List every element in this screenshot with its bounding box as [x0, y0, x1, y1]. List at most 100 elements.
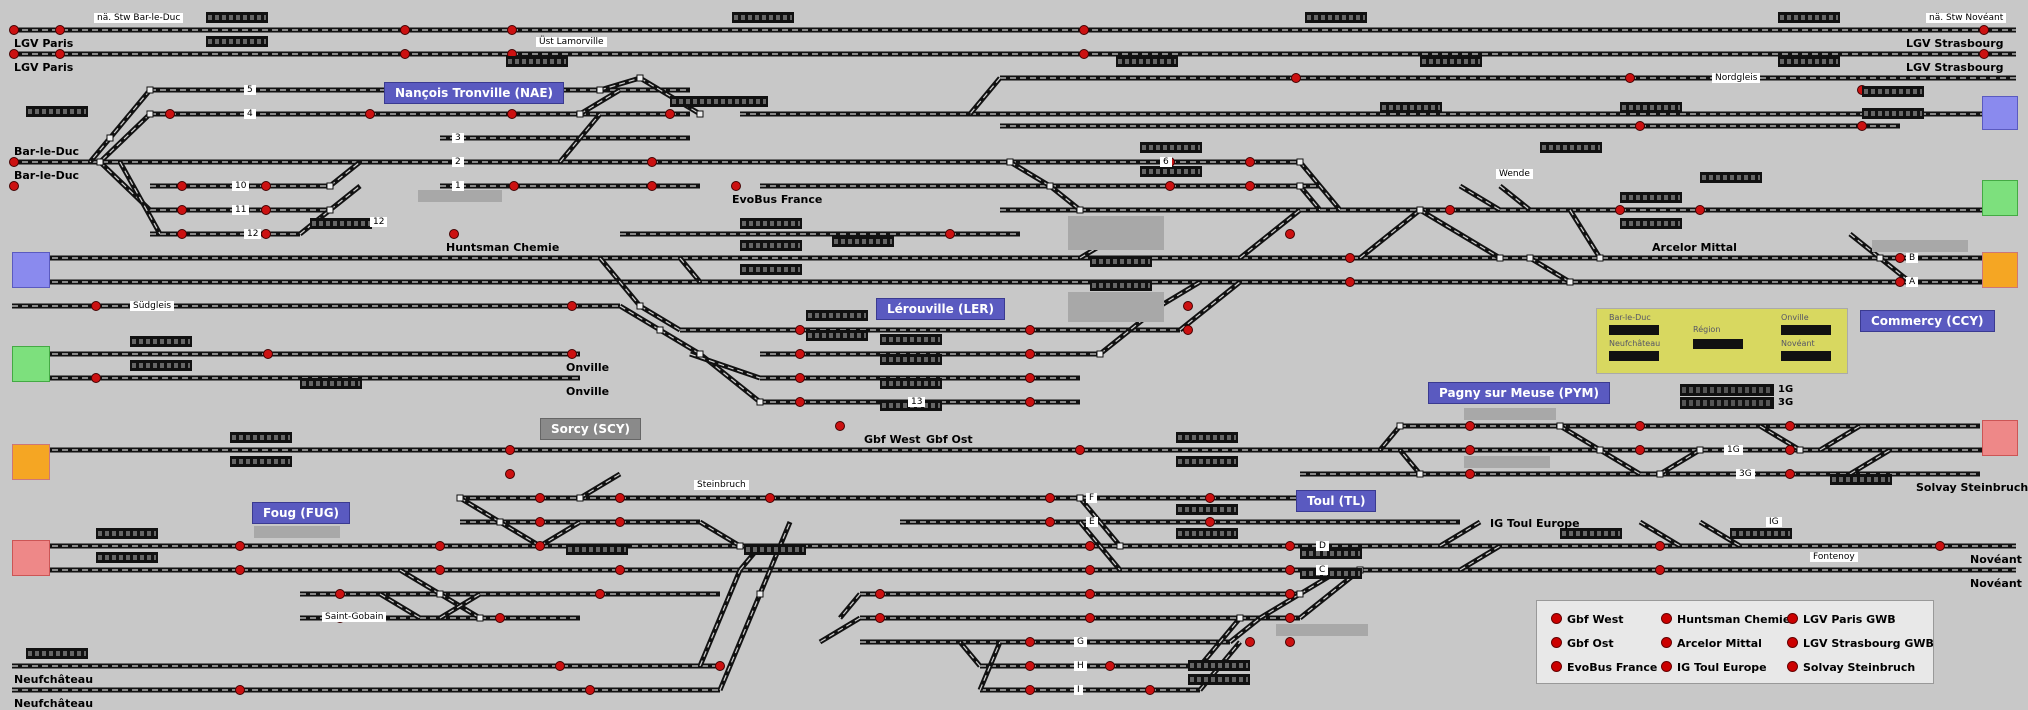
switch[interactable]	[1796, 446, 1804, 454]
switch[interactable]	[1526, 254, 1534, 262]
switch[interactable]	[636, 302, 644, 310]
end-box-sorcy[interactable]	[12, 444, 50, 480]
switch[interactable]	[1696, 446, 1704, 454]
signal[interactable]	[177, 229, 187, 239]
end-box-foug[interactable]	[12, 540, 50, 576]
signal[interactable]	[1285, 589, 1295, 599]
signal[interactable]	[615, 493, 625, 503]
signal[interactable]	[177, 205, 187, 215]
signal[interactable]	[1085, 589, 1095, 599]
signal[interactable]	[795, 397, 805, 407]
signal[interactable]	[835, 421, 845, 431]
signal[interactable]	[1465, 421, 1475, 431]
switch[interactable]	[1296, 182, 1304, 190]
signal[interactable]	[945, 229, 955, 239]
switch[interactable]	[756, 590, 764, 598]
signal[interactable]	[1655, 565, 1665, 575]
switch[interactable]	[656, 326, 664, 334]
signal[interactable]	[1025, 397, 1035, 407]
signal[interactable]	[400, 49, 410, 59]
station-scy[interactable]: Sorcy (SCY)	[540, 418, 642, 440]
switch[interactable]	[1006, 158, 1014, 166]
signal[interactable]	[875, 613, 885, 623]
signal[interactable]	[263, 349, 273, 359]
switch[interactable]	[1296, 158, 1304, 166]
signal[interactable]	[1079, 49, 1089, 59]
switch[interactable]	[696, 350, 704, 358]
signal[interactable]	[1695, 205, 1705, 215]
switch[interactable]	[1596, 446, 1604, 454]
end-box-bar-le-duc[interactable]	[12, 252, 50, 288]
station-fug[interactable]: Foug (FUG)	[252, 502, 351, 524]
signal[interactable]	[9, 181, 19, 191]
end-box-onville[interactable]	[12, 346, 50, 382]
signal[interactable]	[177, 181, 187, 191]
signal[interactable]	[1935, 541, 1945, 551]
switch[interactable]	[1876, 254, 1884, 262]
signal[interactable]	[1979, 25, 1989, 35]
signal[interactable]	[91, 373, 101, 383]
signal[interactable]	[715, 661, 725, 671]
switch[interactable]	[576, 110, 584, 118]
station-ccy[interactable]: Commercy (CCY)	[1860, 310, 1995, 332]
switch[interactable]	[436, 590, 444, 598]
switch[interactable]	[1566, 278, 1574, 286]
signal[interactable]	[1345, 253, 1355, 263]
signal[interactable]	[535, 517, 545, 527]
end-box-east-blue[interactable]	[1982, 96, 2018, 130]
signal[interactable]	[1025, 685, 1035, 695]
signal[interactable]	[235, 565, 245, 575]
signal[interactable]	[9, 25, 19, 35]
switch[interactable]	[476, 614, 484, 622]
signal[interactable]	[235, 685, 245, 695]
signal[interactable]	[1285, 229, 1295, 239]
signal[interactable]	[567, 349, 577, 359]
signal[interactable]	[1025, 661, 1035, 671]
signal[interactable]	[1079, 25, 1089, 35]
signal[interactable]	[1245, 157, 1255, 167]
signal[interactable]	[507, 109, 517, 119]
signal[interactable]	[1025, 349, 1035, 359]
signal[interactable]	[875, 589, 885, 599]
signal[interactable]	[647, 157, 657, 167]
switch[interactable]	[1556, 422, 1564, 430]
switch[interactable]	[1596, 254, 1604, 262]
overview-panel[interactable]: Bar-le-Duc Région Onville Neufchâteau No…	[1596, 308, 1848, 374]
signal[interactable]	[1085, 541, 1095, 551]
signal[interactable]	[795, 373, 805, 383]
switch[interactable]	[326, 206, 334, 214]
signal[interactable]	[1465, 469, 1475, 479]
switch[interactable]	[1296, 590, 1304, 598]
signal[interactable]	[1655, 541, 1665, 551]
signal[interactable]	[1245, 181, 1255, 191]
switch[interactable]	[1076, 494, 1084, 502]
signal[interactable]	[1625, 73, 1635, 83]
switch[interactable]	[596, 86, 604, 94]
signal[interactable]	[1895, 277, 1905, 287]
signal[interactable]	[505, 445, 515, 455]
switch[interactable]	[756, 398, 764, 406]
signal[interactable]	[1105, 661, 1115, 671]
switch[interactable]	[96, 158, 104, 166]
switch[interactable]	[1396, 422, 1404, 430]
signal[interactable]	[555, 661, 565, 671]
switch[interactable]	[326, 182, 334, 190]
signal[interactable]	[1285, 613, 1295, 623]
station-nae[interactable]: Nançois Tronville (NAE)	[384, 82, 565, 104]
switch[interactable]	[456, 494, 464, 502]
signal[interactable]	[1785, 445, 1795, 455]
switch[interactable]	[1076, 206, 1084, 214]
signal[interactable]	[1085, 613, 1095, 623]
signal[interactable]	[1245, 637, 1255, 647]
signal[interactable]	[509, 181, 519, 191]
station-pym[interactable]: Pagny sur Meuse (PYM)	[1428, 382, 1610, 404]
station-ler[interactable]: Lérouville (LER)	[876, 298, 1006, 320]
signal[interactable]	[1785, 421, 1795, 431]
signal[interactable]	[1205, 493, 1215, 503]
switch[interactable]	[146, 86, 154, 94]
signal[interactable]	[1045, 517, 1055, 527]
signal[interactable]	[1025, 373, 1035, 383]
station-tl[interactable]: Toul (TL)	[1296, 490, 1377, 512]
signal[interactable]	[615, 517, 625, 527]
switch[interactable]	[1116, 542, 1124, 550]
